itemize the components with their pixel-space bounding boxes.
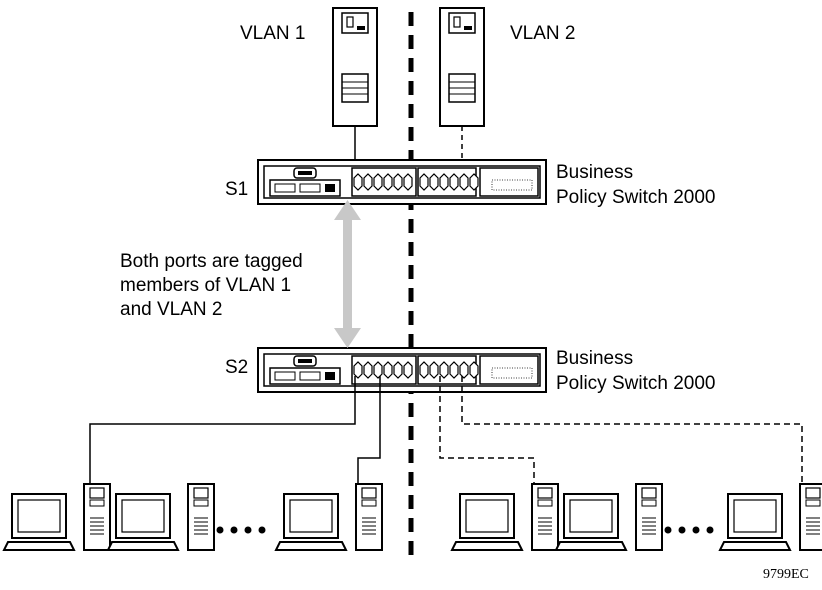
switch2-name-line1: Business (556, 348, 634, 369)
vlan2-workstation-2-icon (555, 483, 663, 551)
switch1-name-line1: Business (556, 162, 634, 183)
vlan2-link-right (461, 376, 803, 484)
s1-label: S1 (225, 179, 249, 200)
vlan1-link-left (89, 376, 356, 484)
ellipsis-dots-left (216, 526, 266, 534)
tagged-note-line3: and VLAN 2 (120, 299, 223, 320)
tagged-note-line1: Both ports are tagged (120, 251, 303, 272)
switch-s1 (257, 159, 547, 205)
trunk-link-arrow (334, 200, 361, 348)
vlan2-workstation-3-icon (719, 483, 822, 551)
vlan1-workstation-3-icon (275, 483, 383, 551)
ellipsis-dots-right (664, 526, 714, 534)
switch2-name-line2: Policy Switch 2000 (556, 373, 716, 394)
vlan2-label: VLAN 2 (510, 23, 576, 44)
s2-label: S2 (225, 357, 249, 378)
switch1-name-line2: Policy Switch 2000 (556, 187, 716, 208)
vlan1-label: VLAN 1 (240, 23, 306, 44)
vlan1-workstation-2-icon (107, 483, 215, 551)
vlan2-server-icon (439, 7, 485, 127)
vlan1-link-right (357, 376, 381, 484)
vlan1-workstation-1-icon (3, 483, 111, 551)
vlan2-workstation-1-icon (451, 483, 559, 551)
figure-id: 9799EC (763, 567, 809, 582)
tagged-note-line2: members of VLAN 1 (120, 275, 292, 296)
vlan2-link-left (439, 376, 535, 484)
vlan1-server-icon (332, 7, 378, 127)
switch-s2 (257, 347, 547, 393)
